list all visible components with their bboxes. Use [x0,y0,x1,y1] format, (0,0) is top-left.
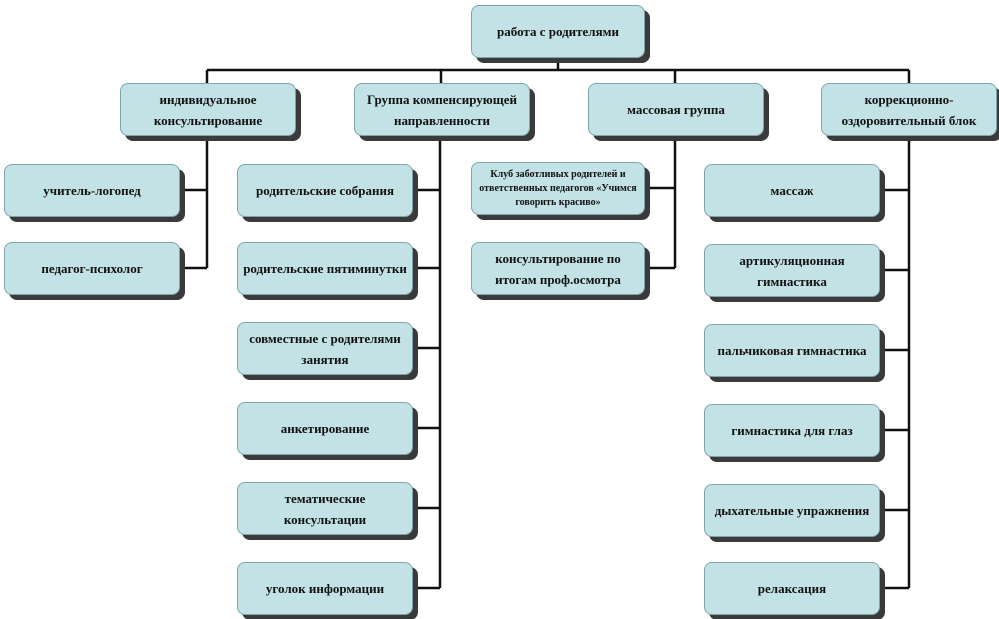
correction-item-label: дыхательные упражнения [714,503,870,518]
correction-item: дыхательные упражнения [704,484,880,537]
category-individual-label: индивидуальное консультирование [153,91,263,128]
correction-item: артикуляционная гимнастика [704,244,880,297]
group-item-label: совместные с родителями занятия [249,330,401,367]
correction-item-label: массаж [770,183,814,198]
mass-item-club: Клуб заботливых родителей и ответственны… [471,162,645,215]
mass-item-label: Клуб заботливых родителей и ответственны… [479,168,637,208]
mass-item-label: консультирование по итогам проф.осмотра [495,250,621,287]
group-item: тематические консультации [237,482,413,535]
correction-item-label: артикуляционная гимнастика [739,252,845,289]
correction-item: пальчиковая гимнастика [704,324,880,377]
group-item-label: родительские пятиминутки [243,261,407,276]
group-item-label: уголок информации [265,581,385,596]
individual-item-label: педагог-психолог [41,261,143,276]
category-group: Группа компенсирующей направленности [354,83,530,136]
group-item: совместные с родителями занятия [237,322,413,375]
root-label: работа с родителями [497,24,619,39]
mass-item: консультирование по итогам проф.осмотра [471,242,645,295]
category-individual: индивидуальное консультирование [120,83,296,136]
category-mass: массовая группа [588,83,764,136]
group-item: родительские собрания [237,164,413,217]
correction-item: массаж [704,164,880,217]
group-item: родительские пятиминутки [237,242,413,295]
category-correction: коррекционно-оздоровительный блок [821,83,997,136]
category-correction-label: коррекционно-оздоровительный блок [841,91,977,128]
correction-item: релаксация [704,562,880,615]
root-box: работа с родителями [471,5,645,58]
correction-item-label: пальчиковая гимнастика [717,343,867,358]
individual-item: учитель-логопед [4,164,180,217]
correction-item: гимнастика для глаз [704,404,880,457]
group-item: уголок информации [237,562,413,615]
group-item: анкетирование [237,402,413,455]
correction-item-label: гимнастика для глаз [731,423,853,438]
group-item-label: анкетирование [280,421,370,436]
category-mass-label: массовая группа [627,102,725,117]
individual-item: педагог-психолог [4,242,180,295]
individual-item-label: учитель-логопед [43,183,141,198]
correction-item-label: релаксация [757,581,827,596]
group-item-label: родительские собрания [255,183,395,198]
category-group-label: Группа компенсирующей направленности [367,91,517,128]
group-item-label: тематические консультации [283,490,367,527]
